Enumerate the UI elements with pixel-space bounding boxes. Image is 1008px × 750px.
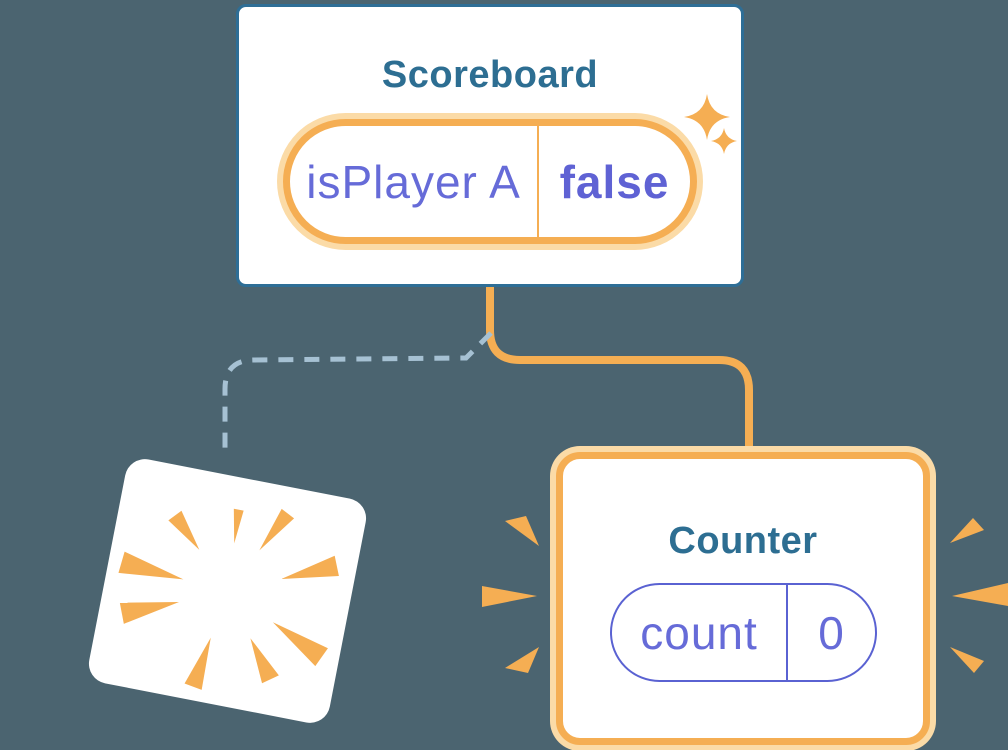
- counter-state-pill: count 0: [610, 583, 877, 682]
- dashed-connector-line: [222, 331, 493, 456]
- scoreboard-card: Scoreboard isPlayer A false: [236, 4, 744, 287]
- poof-card: [85, 455, 370, 727]
- scoreboard-state-value: false: [537, 126, 690, 237]
- poof-burst-icon: [118, 508, 339, 690]
- emphasis-marks-right-icon: [950, 518, 1008, 673]
- scoreboard-title: Scoreboard: [381, 54, 599, 96]
- counter-state-key: count: [640, 606, 758, 659]
- counter-state-value: 0: [786, 585, 875, 680]
- counter-card: Counter count 0: [556, 452, 930, 745]
- sparkles-icon: [684, 94, 737, 154]
- emphasis-marks-left-icon: [482, 516, 539, 673]
- scoreboard-state-key: isPlayer A: [306, 155, 521, 208]
- scoreboard-state-pill: isPlayer A false: [283, 119, 697, 244]
- counter-title: Counter: [668, 520, 818, 562]
- orange-connector-line: [486, 280, 753, 459]
